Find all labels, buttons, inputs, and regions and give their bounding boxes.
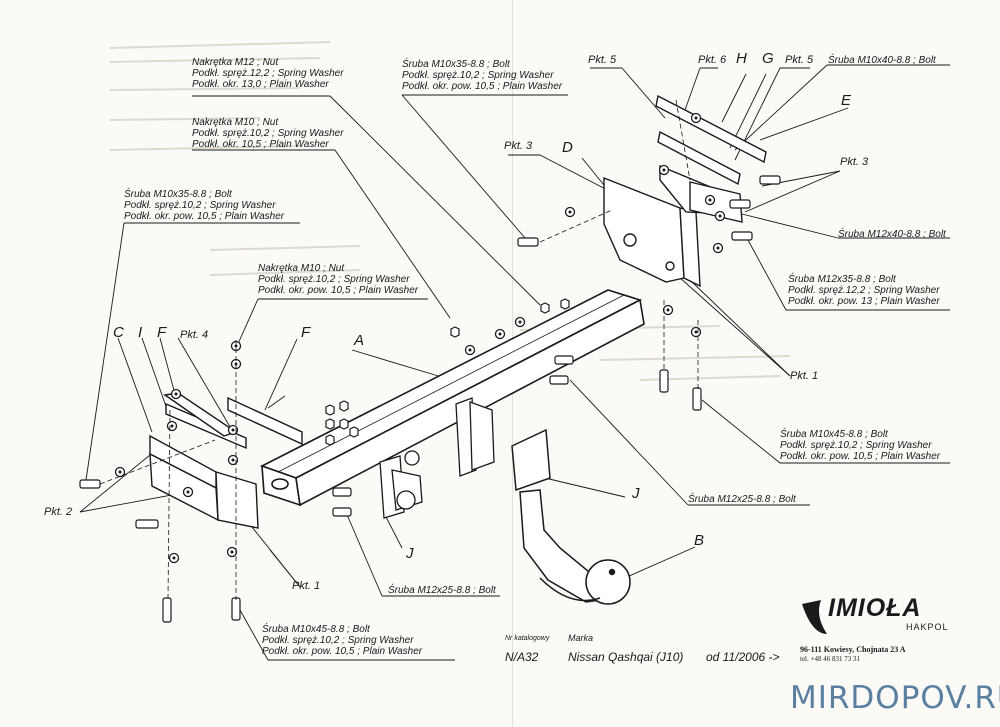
callout-bolt-m10x35-top: Śruba M10x35-8.8 ; Bolt Podkł. spręż.10,…: [402, 59, 562, 92]
callout-line: Podkł. okr. pow. 10,5 ; Plain Washer: [402, 81, 563, 92]
company-phone: tel. +48 46 831 73 31: [800, 655, 860, 663]
part-label-B: B: [694, 532, 705, 549]
callout-line: Podkł. spręż.10,2 ; Spring Washer: [258, 274, 410, 285]
pkt4-label: Pkt. 4: [180, 329, 209, 341]
pkt1-left-label: Pkt. 1: [292, 580, 321, 592]
logo-name: IMIOŁA: [828, 594, 922, 622]
callout-line: Śruba M12x25-8.8 ; Bolt: [388, 585, 496, 596]
callout-bolt-m10x40: Śruba M10x40-8.8 ; Bolt: [828, 55, 936, 66]
callout-bolt-m10x45-bottom: Śruba M10x45-8.8 ; Bolt Podkł. spręż.10,…: [262, 624, 422, 657]
production-date: od 11/2006 ->: [706, 650, 780, 664]
callout-line: Podkł. spręż.10,2 ; Spring Washer: [262, 635, 414, 646]
callout-line: Śruba M10x35-8.8 ; Bolt: [402, 59, 510, 70]
pkt6-label: Pkt. 6: [698, 54, 727, 66]
callout-line: Podkł. spręż.12,2 ; Spring Washer: [788, 285, 940, 296]
part-label-A: A: [354, 332, 365, 349]
callout-line: Śruba M10x45-8.8 ; Bolt: [780, 429, 888, 440]
callout-line: Podkł. okr. pow. 10,5 ; Plain Washer: [262, 646, 423, 657]
callout-line: Podkł. okr. pow. 10,5 ; Plain Washer: [124, 211, 285, 222]
center-plates-J: [379, 397, 495, 519]
callout-bolt-m12x25-left: Śruba M12x25-8.8 ; Bolt: [388, 585, 496, 596]
callout-bolt-m12x40: Śruba M12x40-8.8 ; Bolt: [838, 229, 946, 240]
logo-emblem: [802, 600, 827, 634]
callout-line: Nakrętka M12 ; Nut: [192, 57, 279, 68]
part-label-E: E: [841, 92, 852, 109]
part-label-J-right: J: [632, 485, 640, 502]
vehicle-name: Nissan Qashqai (J10): [568, 650, 684, 664]
callout-line: Podkł. okr. 13,0 ; Plain Washer: [192, 79, 329, 90]
callout-line: Podkł. okr. pow. 13 ; Plain Washer: [788, 296, 940, 307]
pkt1-right-label: Pkt. 1: [790, 370, 819, 382]
callout-line: Śruba M12x40-8.8 ; Bolt: [838, 229, 946, 240]
upper-plates: [655, 94, 767, 223]
catalog-label: Nr katalogowy: [505, 635, 550, 642]
part-label-F-left: F: [157, 324, 167, 341]
callout-line: Podkł. okr. pow. 10,5 ; Plain Washer: [258, 285, 419, 296]
watermark: MIRDOPOV.RU: [790, 680, 1000, 716]
catalog-number: N/A32: [505, 650, 539, 664]
callout-line: Śruba M12x25-8.8 ; Bolt: [688, 494, 796, 505]
callout-bolt-m10x45-right: Śruba M10x45-8.8 ; Bolt Podkł. spręż.10,…: [780, 429, 940, 462]
part-label-C: C: [113, 324, 124, 341]
pkt2-label: Pkt. 2: [44, 506, 73, 518]
callout-line: Nakrętka M10 ; Nut: [258, 263, 345, 274]
callout-line: Nakrętka M10 ; Nut: [192, 117, 279, 128]
part-label-I: I: [138, 324, 143, 341]
leader-lines: [79, 64, 950, 661]
pkt5-left-label: Pkt. 5: [588, 54, 617, 66]
callout-bolt-m12x35: Śruba M12x35-8.8 ; Bolt Podkł. spręż.12,…: [788, 274, 940, 307]
callout-nut-m12: Nakrętka M12 ; Nut Podkł. spręż.12,2 ; S…: [192, 57, 344, 90]
left-brackets: [149, 392, 303, 529]
callout-line: Śruba M10x40-8.8 ; Bolt: [828, 55, 936, 66]
brand-label: Marka: [568, 633, 594, 643]
callout-bolt-m10x35-left: Śruba M10x35-8.8 ; Bolt Podkł. spręż.10,…: [124, 189, 284, 222]
ball-neck-B: [511, 428, 631, 605]
callout-line: Śruba M12x35-8.8 ; Bolt: [788, 274, 896, 285]
callout-nut-m10-top: Nakrętka M10 ; Nut Podkł. spręż.10,2 ; S…: [192, 117, 344, 150]
part-label-F-right: F: [301, 324, 311, 341]
part-label-G: G: [762, 50, 774, 67]
assembly-axes: [99, 99, 699, 600]
bleed-through-text: [109, 41, 791, 381]
callout-line: Podkł. spręż.12,2 ; Spring Washer: [192, 68, 344, 79]
callout-bolt-m12x25-right: Śruba M12x25-8.8 ; Bolt: [688, 494, 796, 505]
pkt3-top-label: Pkt. 3: [504, 140, 533, 152]
callout-line: Śruba M10x45-8.8 ; Bolt: [262, 624, 370, 635]
callout-line: Podkł. okr. 10,5 ; Plain Washer: [192, 139, 329, 150]
callout-line: Podkł. spręż.10,2 ; Spring Washer: [780, 440, 932, 451]
part-label-D: D: [562, 139, 573, 156]
logo-subtitle: HAKPOL: [906, 622, 949, 632]
callout-line: Podkł. spręż.10,2 ; Spring Washer: [402, 70, 554, 81]
company-address: 96-111 Kowiesy, Chojnata 23 A: [800, 645, 906, 654]
callout-line: Podkł. spręż.10,2 ; Spring Washer: [192, 128, 344, 139]
part-label-J-left: J: [406, 545, 414, 562]
pkt3-right-label: Pkt. 3: [840, 156, 869, 168]
callout-line: Podkł. okr. pow. 10,5 ; Plain Washer: [780, 451, 941, 462]
part-label-H: H: [736, 50, 747, 67]
pkt5-right-label: Pkt. 5: [785, 54, 814, 66]
callout-line: Śruba M10x35-8.8 ; Bolt: [124, 189, 232, 200]
callout-line: Podkł. spręż.10,2 ; Spring Washer: [124, 200, 276, 211]
callout-nut-m10-mid: Nakrętka M10 ; Nut Podkł. spręż.10,2 ; S…: [258, 263, 418, 296]
